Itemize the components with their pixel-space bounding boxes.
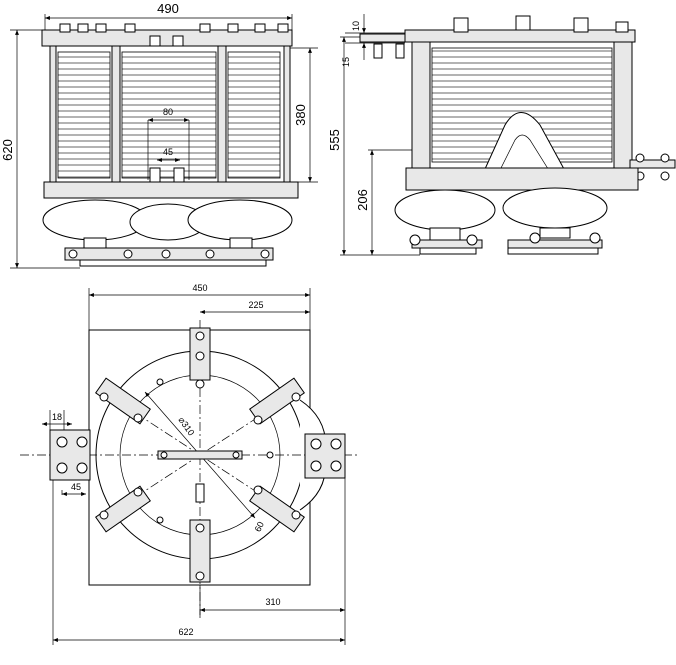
width-label: 490 — [157, 1, 179, 16]
terminal-spacing-label: 80 — [163, 107, 173, 117]
terminal-pitch-label: 45 — [163, 147, 173, 157]
terminal-pitch-label-plan: 45 — [71, 482, 81, 492]
side-view: 10 15 555 206 — [327, 14, 676, 256]
bracket-label: 15 — [341, 57, 351, 67]
overall-length-label: 622 — [178, 627, 193, 637]
top-offset-label: 10 — [351, 21, 361, 31]
core-height-label: 380 — [293, 104, 308, 126]
lower-height-label: 206 — [355, 189, 370, 211]
plan-view: 450 225 ⌀310 — [20, 283, 360, 645]
base-width-label: 450 — [192, 283, 207, 293]
terminal-width-label: 18 — [52, 412, 62, 422]
radial-arms — [95, 327, 305, 583]
top-terminals — [59, 23, 289, 47]
overall-height-label: 620 — [0, 139, 15, 161]
front-view: 490 620 380 — [0, 1, 318, 269]
half-width-label: 225 — [248, 300, 263, 310]
offset-label: 310 — [265, 597, 280, 607]
overall-height-label-side: 555 — [327, 129, 342, 151]
hole-label: 60 — [253, 520, 266, 533]
